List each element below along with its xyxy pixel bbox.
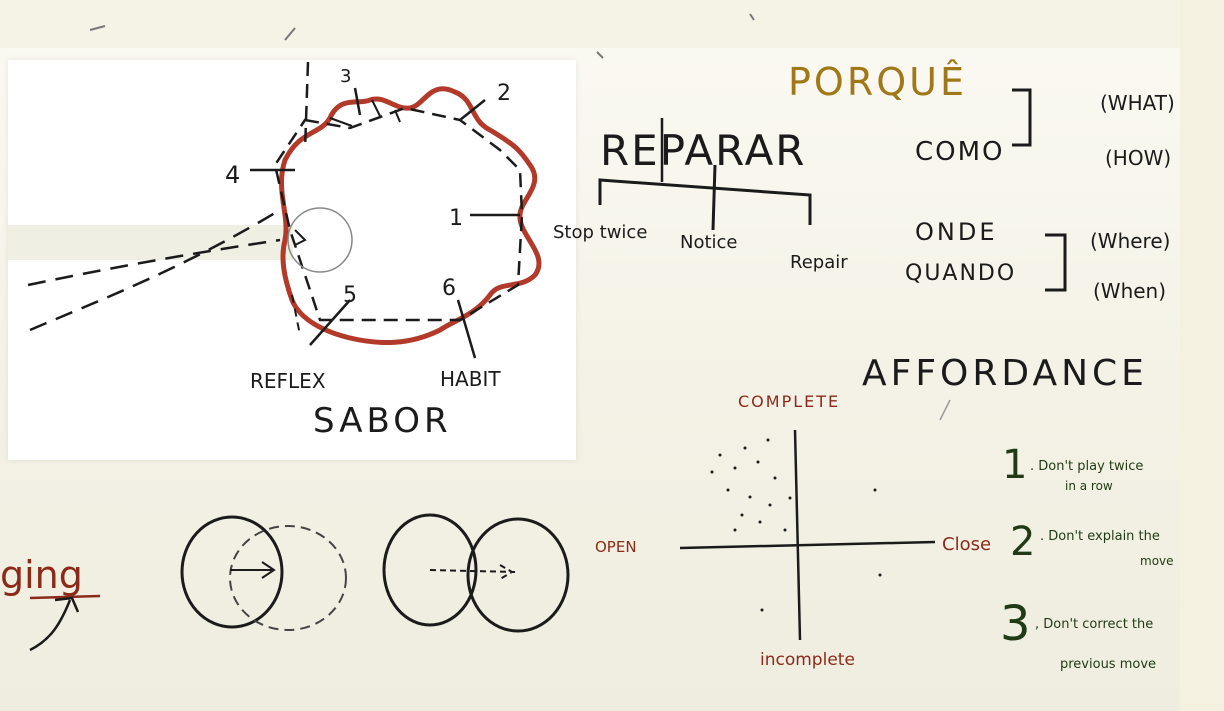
rule-3-number: 3 bbox=[1000, 596, 1031, 652]
sabor-diagram: 1 2 3 4 5 6 REFLEX HABIT SABOR bbox=[27, 61, 542, 441]
sabor-number-3: 3 bbox=[340, 66, 351, 87]
left-fragment-text: ging bbox=[0, 553, 83, 597]
sabor-title: SABOR bbox=[313, 401, 452, 441]
question-what: (WHAT) bbox=[1100, 91, 1175, 115]
sabor-number-4: 4 bbox=[225, 161, 240, 189]
reparar-branch-stop-twice: Stop twice bbox=[553, 222, 647, 243]
question-quando: QUANDO bbox=[905, 261, 1016, 286]
reparar-branch-notice: Notice bbox=[680, 232, 738, 253]
question-onde: ONDE bbox=[915, 218, 998, 246]
rule-1-line2: in a row bbox=[1065, 479, 1113, 493]
question-words: PORQUÊ COMO (WHAT) (HOW) ONDE QUANDO (Wh… bbox=[788, 60, 1175, 303]
rule-3-line1: , Don't correct the bbox=[1035, 617, 1153, 632]
rules-list: 1 . Don't play twice in a row 2 . Don't … bbox=[1000, 442, 1174, 672]
rule-1-number: 1 bbox=[1002, 442, 1027, 488]
sabor-number-1: 1 bbox=[449, 206, 463, 231]
circle-a-dashed bbox=[229, 525, 347, 631]
sabor-number-2: 2 bbox=[497, 81, 511, 106]
rule-2-number: 2 bbox=[1010, 519, 1035, 565]
reparar-branch-repair: Repair bbox=[790, 252, 848, 273]
rule-2-line1: . Don't explain the bbox=[1040, 529, 1160, 544]
affordance-axis-incomplete: incomplete bbox=[760, 650, 855, 670]
wavy-circle-red bbox=[279, 86, 542, 346]
question-como: COMO bbox=[915, 137, 1005, 167]
paper-top-strip bbox=[0, 0, 1224, 48]
sabor-number-6: 6 bbox=[442, 276, 456, 301]
reflex-label: REFLEX bbox=[250, 369, 326, 393]
circle-a-solid bbox=[180, 515, 284, 629]
sabor-number-5: 5 bbox=[343, 283, 357, 308]
question-when: (When) bbox=[1093, 279, 1166, 303]
reparar-tree: REPARAR Stop twice Notice Repair bbox=[553, 118, 848, 273]
question-porque: PORQUÊ bbox=[788, 60, 967, 104]
question-where: (Where) bbox=[1090, 229, 1170, 253]
rule-3-line2: previous move bbox=[1060, 657, 1156, 672]
question-how: (HOW) bbox=[1105, 146, 1171, 170]
affordance-title: AFFORDANCE bbox=[862, 353, 1148, 394]
bottom-left-sketches: ging bbox=[0, 513, 570, 652]
affordance-axis-complete: COMPLETE bbox=[738, 392, 840, 411]
rule-2-line2: move bbox=[1140, 554, 1174, 568]
small-circle bbox=[287, 207, 353, 273]
circle-b-right bbox=[466, 517, 570, 633]
rule-1-line1: . Don't play twice bbox=[1030, 459, 1143, 474]
scatter-dots bbox=[710, 438, 882, 612]
affordance-axis-open: OPEN bbox=[595, 538, 637, 556]
habit-label: HABIT bbox=[440, 367, 501, 391]
circle-b-left bbox=[382, 513, 478, 627]
paper-edge-right bbox=[1180, 0, 1224, 711]
affordance-axis-close: Close bbox=[942, 534, 991, 555]
affordance-quadrant: AFFORDANCE COMPLETE OPEN Close incomplet… bbox=[595, 353, 1148, 670]
reparar-title: REPARAR bbox=[600, 126, 807, 175]
